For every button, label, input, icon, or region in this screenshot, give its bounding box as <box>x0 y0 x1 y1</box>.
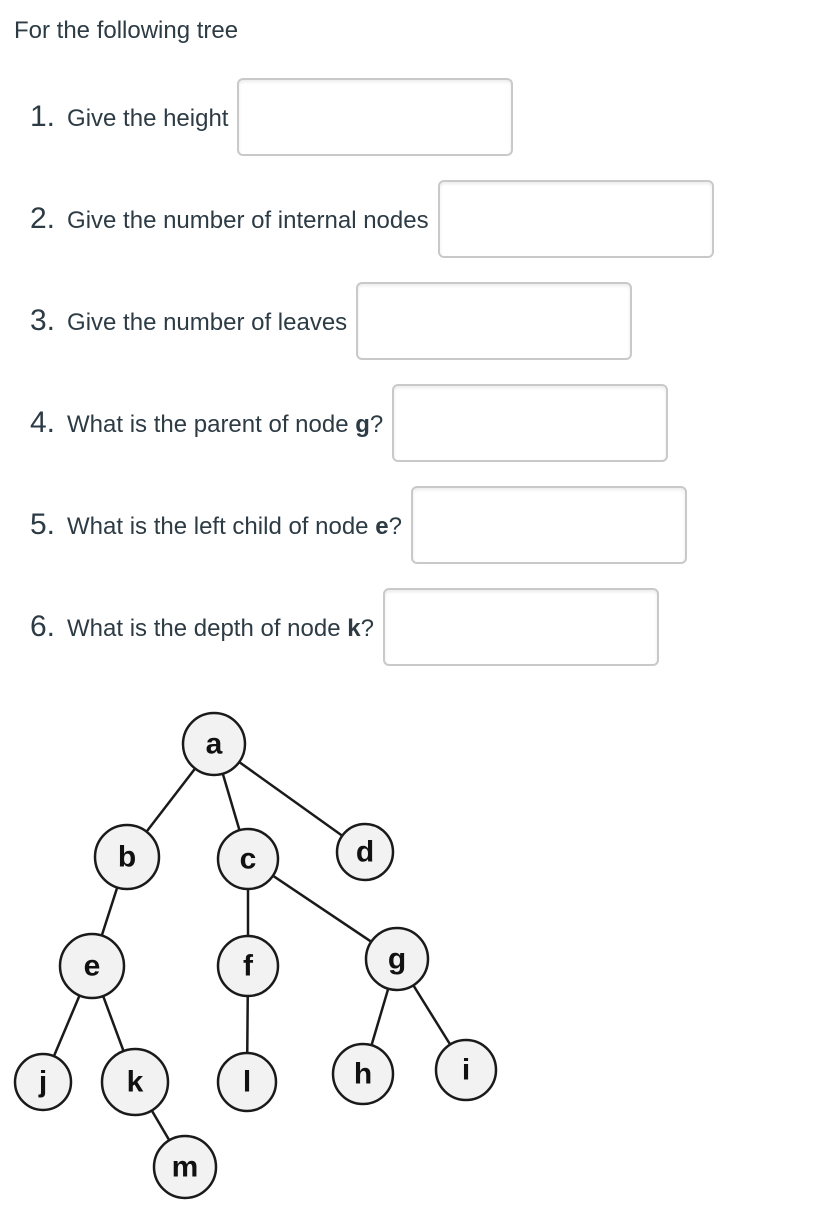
answer-input-1[interactable] <box>237 78 514 156</box>
question-list: 1. Give the height 2. Give the number of i… <box>0 78 820 666</box>
question-label: 4. What is the parent of node g? <box>30 406 383 440</box>
tree-node-circle-e <box>58 932 126 1000</box>
tree-node-a: a <box>181 711 247 777</box>
tree-node-circle-i <box>434 1038 498 1102</box>
question-number: 5. <box>30 508 56 541</box>
question-number: 6. <box>30 610 56 643</box>
tree-node-label-l: l <box>243 1066 251 1099</box>
question-text-bold: k <box>347 615 361 642</box>
tree-node-circle-h <box>331 1042 395 1106</box>
tree-node-g: g <box>364 926 430 992</box>
tree-node-circle-d <box>335 822 395 882</box>
tree-node-f: f <box>216 934 280 998</box>
tree-node-circle-c <box>216 827 280 891</box>
answer-input-2[interactable] <box>437 180 714 258</box>
tree-node-label-h: h <box>354 1058 372 1091</box>
tree-node-label-e: e <box>84 950 101 983</box>
tree-node-d: d <box>335 822 395 882</box>
tree-node-l: l <box>216 1051 278 1113</box>
question-text-suffix: ? <box>369 411 384 438</box>
question-text-suffix: ? <box>388 513 402 540</box>
question-number: 1. <box>30 100 56 133</box>
tree-node-label-f: f <box>243 950 254 983</box>
question-row-4: 4. What is the parent of node g? <box>30 384 820 462</box>
tree-node-j: j <box>13 1052 73 1112</box>
question-label: 1. Give the height <box>30 100 228 134</box>
question-row-6: 6. What is the depth of node k? <box>30 588 820 666</box>
tree-node-k: k <box>100 1047 170 1117</box>
tree-node-circle-a <box>181 711 247 777</box>
question-text: Give the number of internal nodes <box>67 207 429 234</box>
tree-node-label-b: b <box>118 841 136 874</box>
tree-node-circle-j <box>13 1052 73 1112</box>
question-row-3: 3. Give the number of leaves <box>30 282 820 360</box>
question-number: 2. <box>30 202 56 235</box>
question-number: 4. <box>30 406 56 439</box>
question-text: What is the depth of node <box>67 615 348 642</box>
question-text-bold: e <box>375 513 389 540</box>
answer-input-5[interactable] <box>410 486 687 564</box>
answer-input-4[interactable] <box>392 384 669 462</box>
tree-node-label-c: c <box>240 843 257 876</box>
question-label: 3. Give the number of leaves <box>30 304 347 338</box>
question-label: 5. What is the left child of node e? <box>30 508 402 542</box>
question-row-1: 1. Give the height <box>30 78 820 156</box>
tree-node-b: b <box>93 823 161 891</box>
question-text-suffix: ? <box>360 615 374 642</box>
tree-node-h: h <box>331 1042 395 1106</box>
question-number: 3. <box>30 304 56 337</box>
tree-node-circle-b <box>93 823 161 891</box>
tree-node-circle-g <box>364 926 430 992</box>
tree-node-label-k: k <box>127 1066 144 1099</box>
tree-node-label-i: i <box>462 1054 470 1087</box>
answer-input-3[interactable] <box>356 282 633 360</box>
tree-node-circle-m <box>152 1134 218 1200</box>
tree-node-i: i <box>434 1038 498 1102</box>
tree-node-circle-l <box>216 1051 278 1113</box>
answer-input-6[interactable] <box>382 588 659 666</box>
tree-node-label-g: g <box>388 943 406 976</box>
question-label: 6. What is the depth of node k? <box>30 610 374 644</box>
question-label: 2. Give the number of internal nodes <box>30 202 429 236</box>
tree-node-circle-f <box>216 934 280 998</box>
question-text: Give the height <box>67 105 229 132</box>
tree-node-label-d: d <box>356 836 374 869</box>
question-row-2: 2. Give the number of internal nodes <box>30 180 820 258</box>
question-row-5: 5. What is the left child of node e? <box>30 486 820 564</box>
tree-node-label-j: j <box>38 1066 47 1099</box>
question-text: What is the left child of node <box>67 513 376 540</box>
question-text: Give the number of leaves <box>67 309 348 336</box>
tree-node-label-a: a <box>206 728 223 761</box>
question-text: What is the parent of node <box>67 411 356 438</box>
tree-node-label-m: m <box>172 1151 199 1184</box>
tree-diagram: a b c d e f g j k l h i m <box>13 711 498 1200</box>
question-text-bold: g <box>355 411 370 438</box>
page-title: For the following tree <box>14 17 239 44</box>
tree-node-circle-k <box>100 1047 170 1117</box>
tree-node-c: c <box>216 827 280 891</box>
tree-node-e: e <box>58 932 126 1000</box>
tree-node-m: m <box>152 1134 218 1200</box>
